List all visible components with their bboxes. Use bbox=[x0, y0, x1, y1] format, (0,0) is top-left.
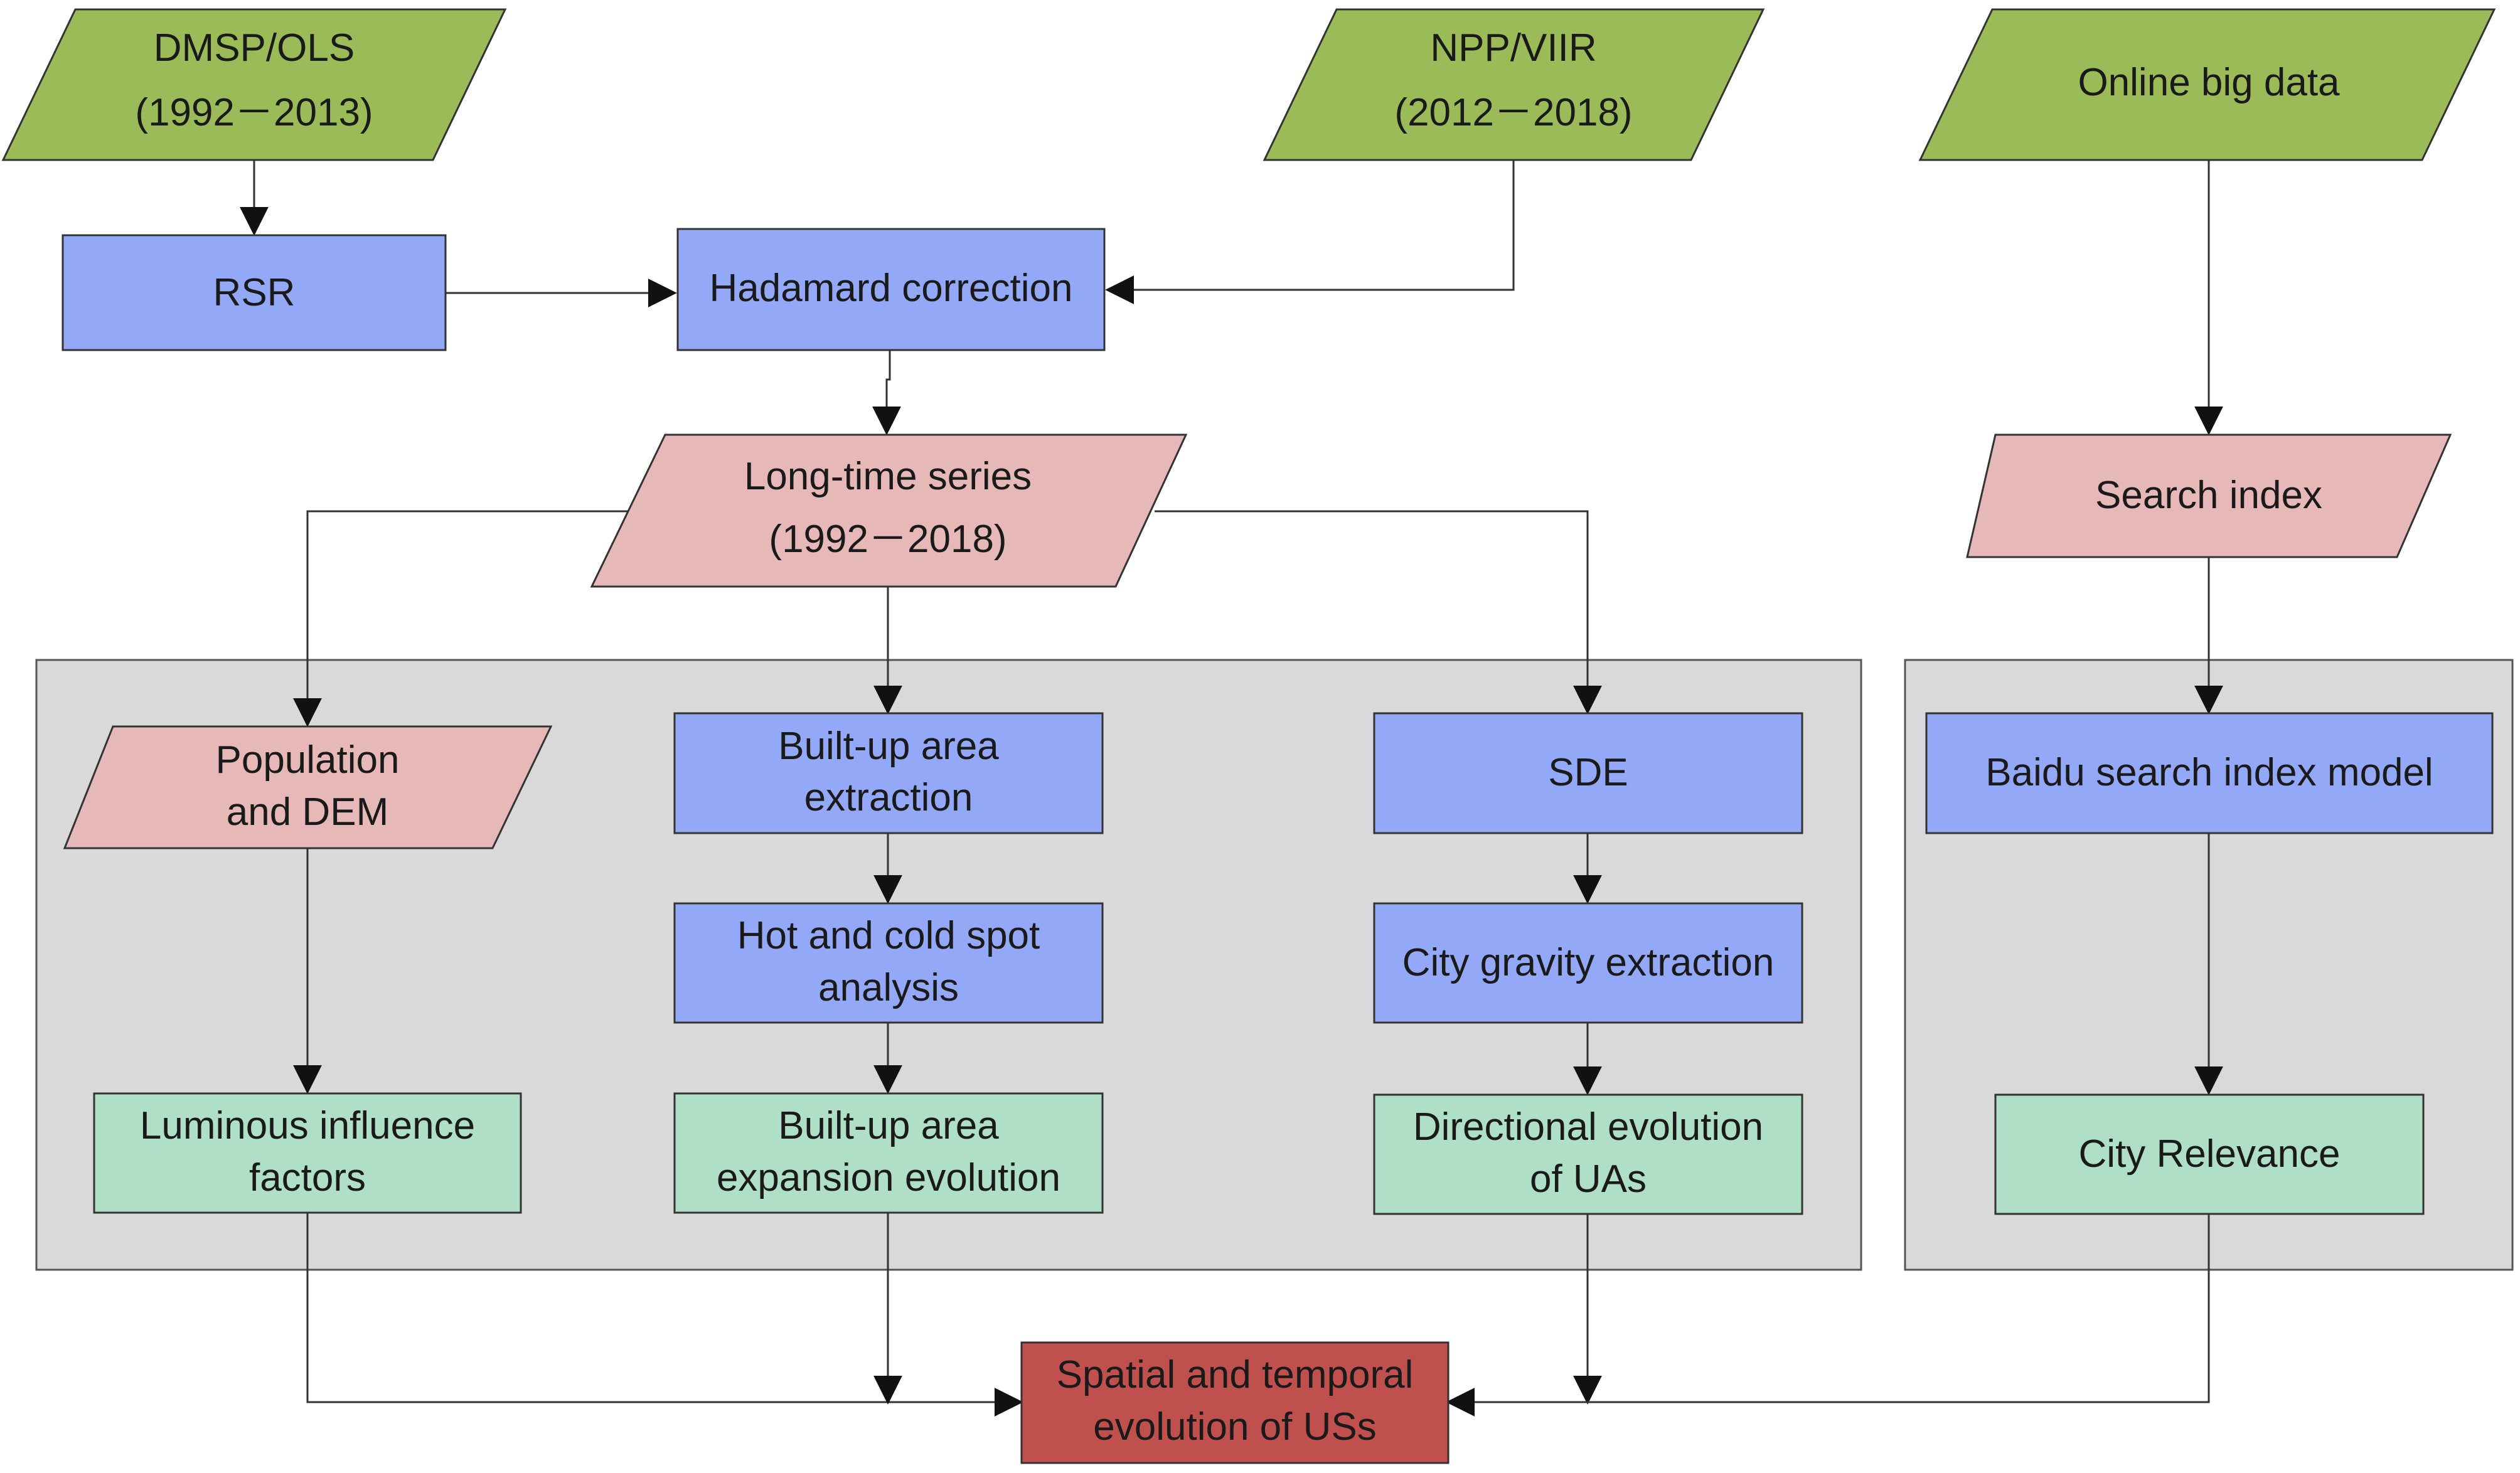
node-builtup-exp-label2: expansion evolution bbox=[717, 1156, 1060, 1199]
node-gravity-label: City gravity extraction bbox=[1402, 941, 1775, 984]
node-final-label: Spatial and temporal bbox=[1057, 1353, 1414, 1396]
node-hadamard-label: Hadamard correction bbox=[710, 267, 1073, 310]
node-dmsp-years: (1992－2013) bbox=[135, 91, 373, 134]
node-sde-label: SDE bbox=[1548, 751, 1628, 794]
node-online-big-data: Online big data bbox=[1918, 8, 2496, 161]
node-baidu-model: Baidu search index model bbox=[1925, 712, 2494, 834]
edge-relevance-final bbox=[1446, 1214, 2210, 1417]
node-search-index: Search index bbox=[1966, 433, 2452, 558]
node-rsr: RSR bbox=[61, 234, 447, 351]
node-hotcold-label: Hot and cold spot bbox=[737, 914, 1040, 957]
node-luminous-label: Luminous influence bbox=[140, 1104, 475, 1147]
node-luminous-factors: Luminous influence factors bbox=[93, 1092, 522, 1214]
node-city-relevance: City Relevance bbox=[1994, 1093, 2425, 1215]
node-directional-label2: of UAs bbox=[1530, 1157, 1647, 1201]
node-longtime-years: (1992－2018) bbox=[769, 518, 1006, 561]
node-longtime-label: Long-time series bbox=[744, 455, 1032, 498]
node-population-dem: Population and DEM bbox=[63, 725, 553, 849]
node-npp: NPP/VIIR (2012－2018) bbox=[1263, 8, 1765, 161]
node-search-label: Search index bbox=[2095, 474, 2322, 517]
node-hadamard: Hadamard correction bbox=[676, 228, 1106, 351]
node-builtup-exp-label: Built-up area bbox=[778, 1104, 999, 1147]
edge-longtime-sde bbox=[1155, 510, 1602, 715]
node-dmsp-label: DMSP/OLS bbox=[154, 26, 355, 70]
edge-luminous-final bbox=[306, 1213, 1023, 1417]
node-hotcold-label2: analysis bbox=[818, 966, 959, 1009]
node-directional-evolution: Directional evolution of UAs bbox=[1373, 1093, 1803, 1215]
node-dmsp: DMSP/OLS (1992－2013) bbox=[1, 8, 507, 161]
node-npp-label: NPP/VIIR bbox=[1430, 26, 1596, 70]
node-directional-label: Directional evolution bbox=[1413, 1105, 1763, 1149]
node-population-label: Population bbox=[215, 738, 399, 782]
node-baidu-label: Baidu search index model bbox=[1985, 751, 2433, 794]
edge-hadamard-longtime bbox=[872, 350, 901, 435]
node-city-gravity: City gravity extraction bbox=[1373, 902, 1803, 1024]
node-builtup-extraction: Built-up area extraction bbox=[673, 712, 1104, 834]
node-long-time-series: Long-time series (1992－2018) bbox=[590, 433, 1188, 588]
node-hot-cold-spot: Hot and cold spot analysis bbox=[673, 902, 1104, 1024]
edge-longtime-population bbox=[293, 510, 627, 727]
connectors bbox=[240, 160, 2223, 1417]
node-sde: SDE bbox=[1373, 712, 1803, 834]
node-npp-years: (2012－2018) bbox=[1394, 91, 1632, 134]
node-luminous-label2: factors bbox=[249, 1156, 366, 1199]
node-builtup-ext-label: Built-up area bbox=[778, 725, 999, 768]
node-builtup-ext-label2: extraction bbox=[804, 776, 973, 819]
node-rsr-label: RSR bbox=[213, 271, 296, 314]
node-final-label2: evolution of USs bbox=[1093, 1405, 1376, 1449]
node-relevance-label: City Relevance bbox=[2079, 1132, 2341, 1176]
node-final-evolution: Spatial and temporal evolution of USs bbox=[1020, 1341, 1450, 1464]
node-online-label: Online big data bbox=[2078, 61, 2340, 104]
node-population-label2: and DEM bbox=[227, 790, 388, 834]
edge-npp-hadamard bbox=[1105, 160, 1515, 304]
node-builtup-expansion: Built-up area expansion evolution bbox=[673, 1092, 1104, 1214]
